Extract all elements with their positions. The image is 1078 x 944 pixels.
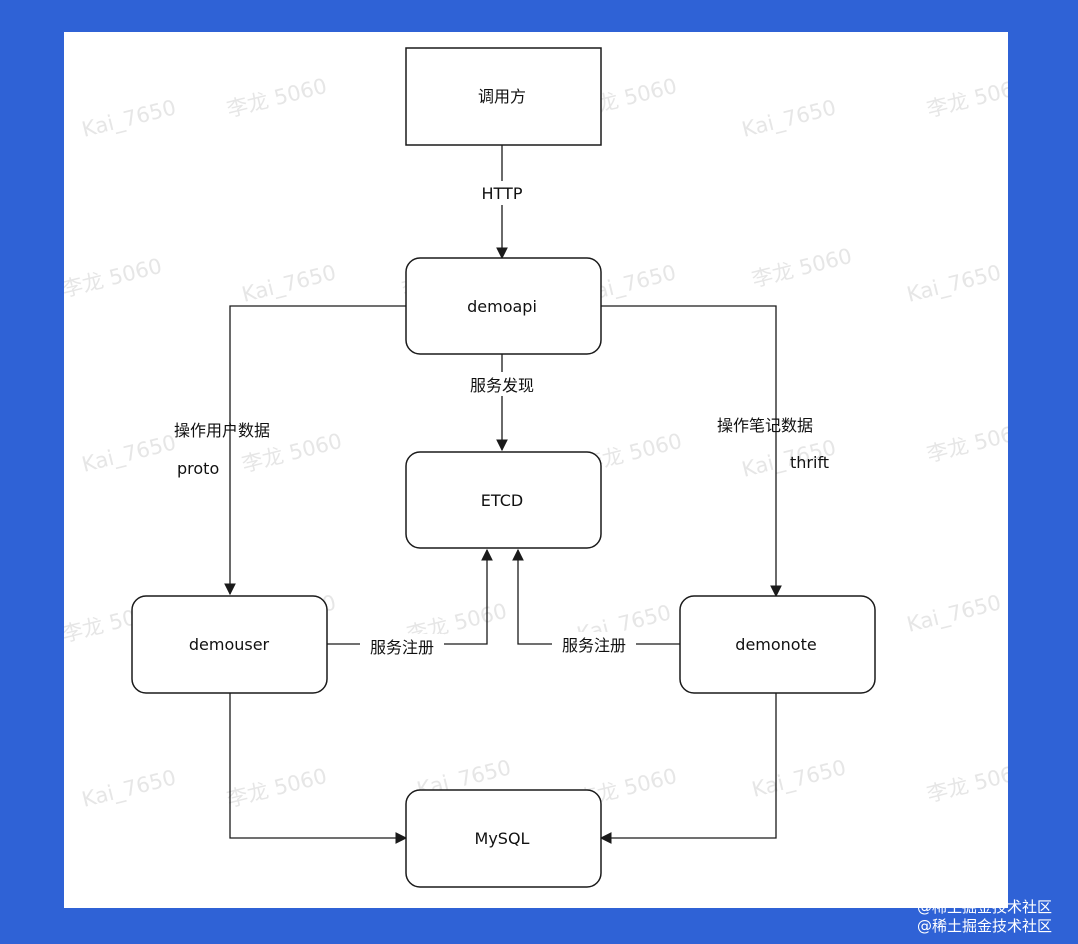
- node-etcd-label: ETCD: [481, 491, 523, 510]
- label-backdrop: [360, 634, 444, 658]
- edge-label-discovery: 服务发现: [470, 376, 534, 395]
- node-demoapi-box: [405, 257, 602, 355]
- node-etcd: ETCD: [405, 451, 602, 549]
- watermark-text: 李龙 5060: [924, 759, 1008, 807]
- edge-layer: [224, 145, 782, 844]
- node-mysql-label: MySQL: [475, 829, 530, 848]
- edge-label-user-proto: proto: [177, 459, 219, 478]
- watermark-text: Kai_7650: [239, 260, 338, 307]
- watermark-text: 李龙 5060: [224, 764, 329, 812]
- edge-label-user-ops: 操作用户数据: [174, 421, 270, 440]
- watermark-text: Kai_7650: [79, 95, 178, 142]
- watermark-text: 李龙 5060: [924, 74, 1008, 122]
- edge-demouser-to-mysql: [229, 693, 408, 844]
- node-demonote: demonote: [679, 595, 876, 694]
- node-demonote-box: [679, 595, 876, 694]
- edge-label-register-right: 服务注册: [562, 636, 626, 655]
- edge-demoapi-to-demouser: [224, 305, 406, 596]
- node-caller: 调用方: [405, 47, 602, 146]
- watermark-layer: Kai_7650 李龙 5060 Kai_7650 李龙 5060 Kai_76…: [64, 74, 1008, 813]
- watermark-text: Kai_7650: [79, 765, 178, 812]
- node-caller-label: 调用方: [478, 87, 526, 106]
- watermark-text: Kai_7650: [749, 755, 848, 802]
- edge-demoapi-to-demonote: [599, 305, 782, 598]
- edge-label-note-thrift: thrift: [790, 453, 829, 472]
- watermark-text: 李龙 5060: [64, 254, 164, 302]
- node-mysql-box: [405, 789, 602, 888]
- watermark-text: Kai_7650: [904, 590, 1003, 637]
- watermark-text: Kai_7650: [79, 430, 178, 477]
- watermark-text: 李龙 5060: [924, 419, 1008, 467]
- architecture-diagram: Kai_7650 李龙 5060 Kai_7650 李龙 5060 Kai_76…: [64, 47, 1008, 888]
- node-demonote-label: demonote: [735, 635, 816, 654]
- node-demoapi: demoapi: [405, 257, 602, 355]
- edge-label-layer: HTTP 服务发现 操作用户数据 proto 操作笔记数据 thrift 服务注…: [174, 181, 829, 658]
- edge-label-http: HTTP: [482, 184, 523, 203]
- watermark-text: 李龙 5060: [224, 74, 329, 122]
- label-backdrop: [462, 372, 542, 396]
- node-etcd-box: [405, 451, 602, 549]
- node-demouser-label: demouser: [189, 635, 270, 654]
- label-backdrop: [472, 181, 534, 205]
- node-demoapi-label: demoapi: [467, 297, 537, 316]
- edge-label-note-ops: 操作笔记数据: [717, 416, 813, 435]
- watermark-text: Kai_7650: [739, 95, 838, 142]
- diagram-canvas: Kai_7650 李龙 5060 Kai_7650 李龙 5060 Kai_76…: [64, 32, 1008, 908]
- edge-demonote-to-mysql: [599, 693, 777, 844]
- watermark-text: 李龙 5060: [749, 244, 854, 292]
- node-caller-box: [405, 47, 602, 146]
- watermark-text: Kai_7650: [904, 260, 1003, 307]
- node-demouser: demouser: [131, 595, 328, 694]
- brand-watermark-line2: @稀土掘金技术社区: [917, 917, 1052, 935]
- edge-label-register-left: 服务注册: [370, 638, 434, 657]
- node-demouser-box: [131, 595, 328, 694]
- label-backdrop: [552, 632, 636, 656]
- node-mysql: MySQL: [405, 789, 602, 888]
